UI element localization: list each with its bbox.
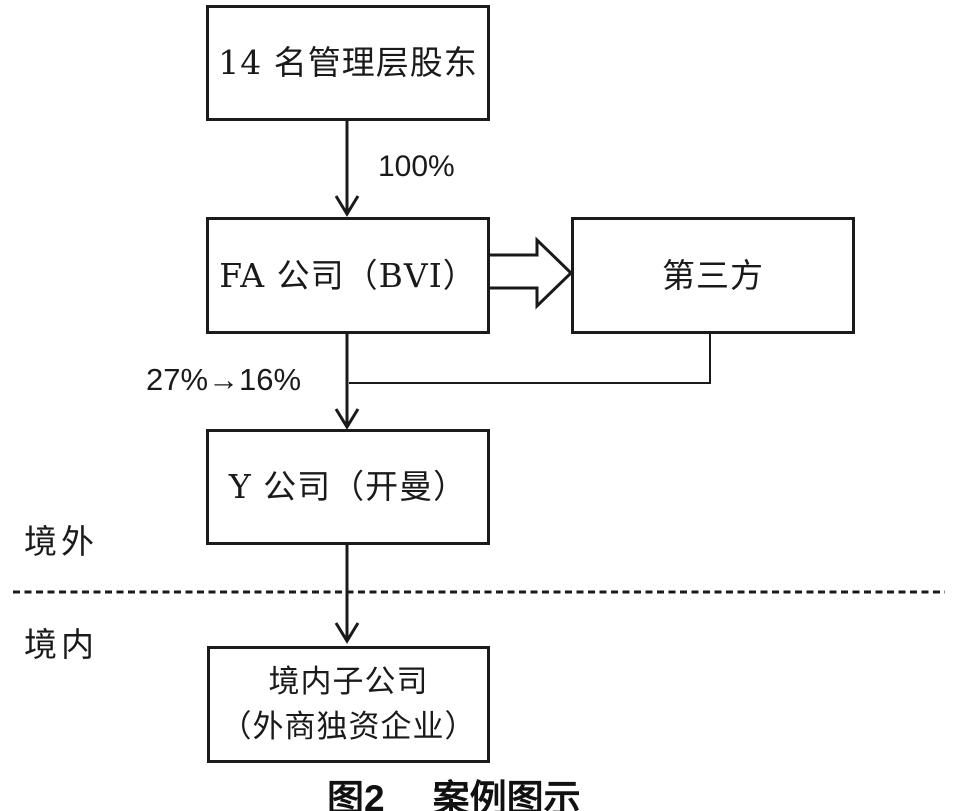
- node-y-company-label: Y 公司（开曼）: [228, 467, 468, 507]
- node-fa-company-label: FA 公司（BVI）: [219, 255, 477, 295]
- node-third-party-label: 第三方: [662, 255, 764, 295]
- arrow-shareholders-to-fa-head: [334, 195, 360, 217]
- node-third-party: 第三方: [571, 217, 855, 334]
- region-label-onshore: 境内: [24, 625, 98, 664]
- connector-third-party-to-edge: [349, 334, 711, 384]
- edge-label-100-percent: 100%: [378, 150, 455, 183]
- figure-caption-title: 案例图示: [432, 778, 581, 811]
- node-domestic-subsidiary-label-line2: （外商独资企业）: [220, 708, 477, 745]
- region-label-offshore: 境外: [24, 522, 98, 561]
- node-y-company: Y 公司（开曼）: [206, 429, 490, 545]
- block-arrow-fa-to-third-party: [486, 236, 574, 310]
- node-domestic-subsidiary: 境内子公司 （外商独资企业）: [207, 646, 490, 763]
- arrow-fa-to-y-head: [334, 408, 360, 430]
- node-domestic-subsidiary-label-line1: 境内子公司: [268, 664, 429, 701]
- node-shareholders-label: 14 名管理层股东: [218, 43, 478, 83]
- figure-caption: 图2 案例图示: [327, 768, 581, 811]
- node-shareholders: 14 名管理层股东: [206, 5, 490, 121]
- arrow-y-to-domestic-head: [334, 622, 360, 644]
- figure-caption-number: 图2: [327, 778, 385, 811]
- node-fa-company: FA 公司（BVI）: [206, 217, 490, 334]
- edge-label-27-to-16-percent: 27%→16%: [146, 362, 302, 397]
